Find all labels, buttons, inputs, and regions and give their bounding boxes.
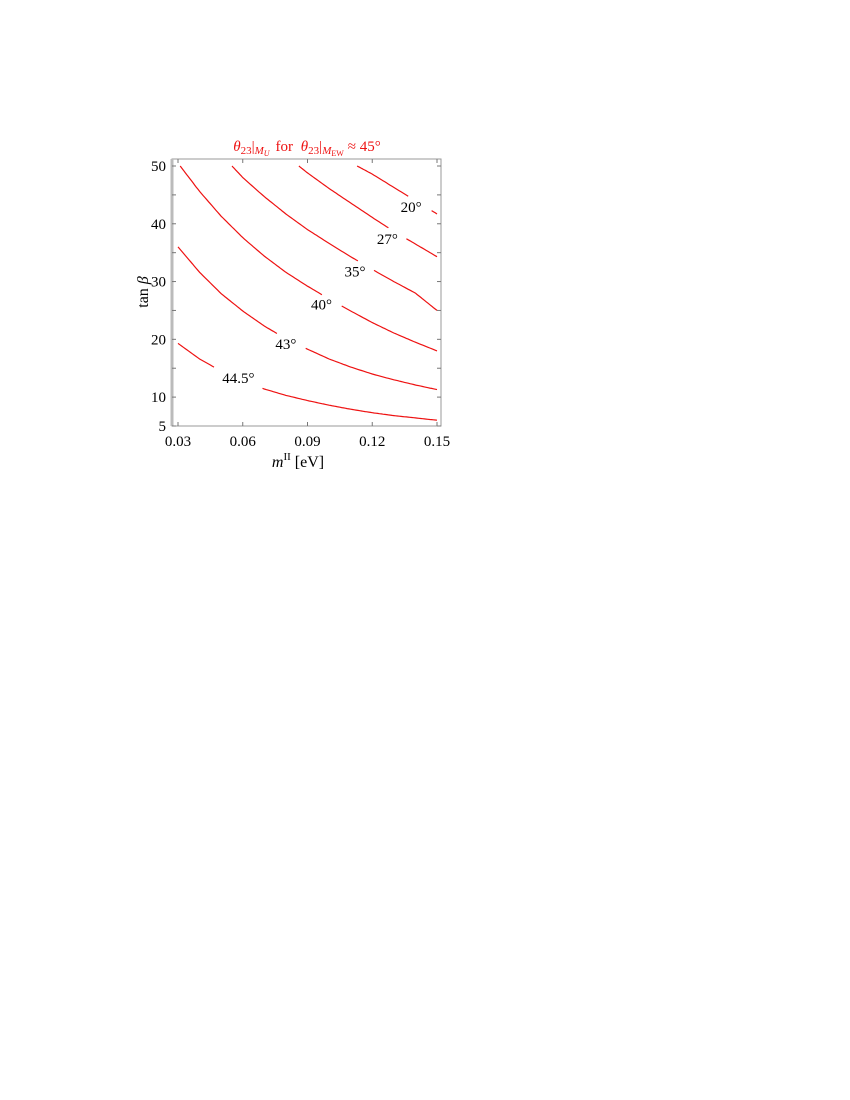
contour-line xyxy=(177,342,215,368)
contour-line xyxy=(305,347,438,391)
contour-line xyxy=(373,269,438,311)
contour-lines xyxy=(177,165,438,421)
contour-line xyxy=(231,165,359,262)
axis-labels: mII[eV] tan β xyxy=(135,276,324,471)
x-tick-label: 0.09 xyxy=(294,434,320,450)
x-axis-label: mII[eV] xyxy=(272,451,324,471)
contour-line xyxy=(177,246,278,335)
contour-line xyxy=(262,387,438,421)
x-tick-label: 0.03 xyxy=(165,434,191,450)
x-tick-label: 0.12 xyxy=(359,434,385,450)
contour-line xyxy=(179,165,323,296)
contour-labels: 44.5° 43° 40° 35° 27°20° xyxy=(222,200,421,387)
y-tick-label: 40 xyxy=(151,217,166,233)
x-tick-label: 0.15 xyxy=(424,434,450,450)
tick-labels: 0.03 0.06 0.09 0.12 0.15 5 10 20 30 40 50 xyxy=(151,159,450,450)
contour-line xyxy=(406,238,438,258)
axis-ticks xyxy=(172,159,441,427)
contour-line xyxy=(431,210,438,215)
y-tick-label: 30 xyxy=(151,275,166,291)
contour-label: 27° xyxy=(377,232,398,248)
contour-line xyxy=(298,165,389,229)
contour-line xyxy=(341,305,438,352)
y-tick-label: 10 xyxy=(151,390,166,406)
contour-line xyxy=(356,165,409,197)
y-tick-label: 50 xyxy=(151,159,166,175)
contour-label: 40° xyxy=(311,298,332,314)
y-tick-label: 20 xyxy=(151,332,166,348)
contour-label: 35° xyxy=(344,265,365,281)
y-axis-label: tan β xyxy=(135,276,152,308)
x-tick-label: 0.06 xyxy=(230,434,257,450)
contour-label: 20° xyxy=(401,200,422,216)
y-tick-label: 5 xyxy=(159,419,167,435)
contour-label: 43° xyxy=(275,337,296,353)
contour-label: 44.5° xyxy=(222,371,254,387)
